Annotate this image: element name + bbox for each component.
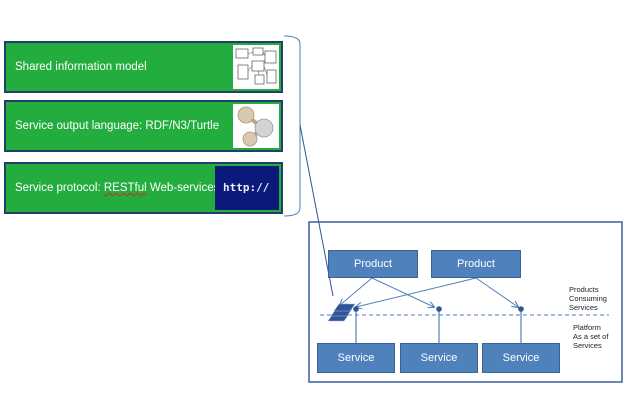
panel-bracket bbox=[283, 35, 301, 217]
service-box: Service bbox=[400, 343, 478, 373]
diagram-frame bbox=[308, 221, 623, 383]
panel-label-mark: RESTful bbox=[103, 182, 147, 194]
panel-label-post: Web-services bbox=[149, 182, 220, 194]
products-consuming-label: Products Consuming Services bbox=[569, 285, 607, 312]
service-box: Service bbox=[317, 343, 395, 373]
panel-label-pre: Service protocol: bbox=[15, 182, 101, 194]
http-thumbnail: http:// bbox=[215, 166, 279, 210]
panel-label: Service output language: RDF/N3/Turtle bbox=[15, 120, 220, 132]
panel-label: Shared information model bbox=[15, 61, 147, 73]
layers-icon bbox=[327, 303, 356, 322]
info-panel-output-language: Service output language: RDF/N3/Turtle bbox=[4, 100, 283, 152]
platform-label: Platform As a set of Services bbox=[573, 323, 609, 350]
info-panel-shared-model: Shared information model bbox=[4, 41, 283, 93]
panel-label: Service protocol: RESTful Web-services bbox=[15, 164, 219, 212]
molecule-thumbnail bbox=[233, 104, 279, 148]
product-box: Product bbox=[328, 250, 418, 278]
product-box: Product bbox=[431, 250, 521, 278]
http-thumbnail-text: http:// bbox=[223, 181, 270, 194]
info-panel-protocol: Service protocol: RESTful Web-services h… bbox=[4, 162, 283, 214]
uml-diagram-thumbnail bbox=[233, 45, 279, 89]
service-box: Service bbox=[482, 343, 560, 373]
bracket-connector bbox=[299, 124, 334, 297]
